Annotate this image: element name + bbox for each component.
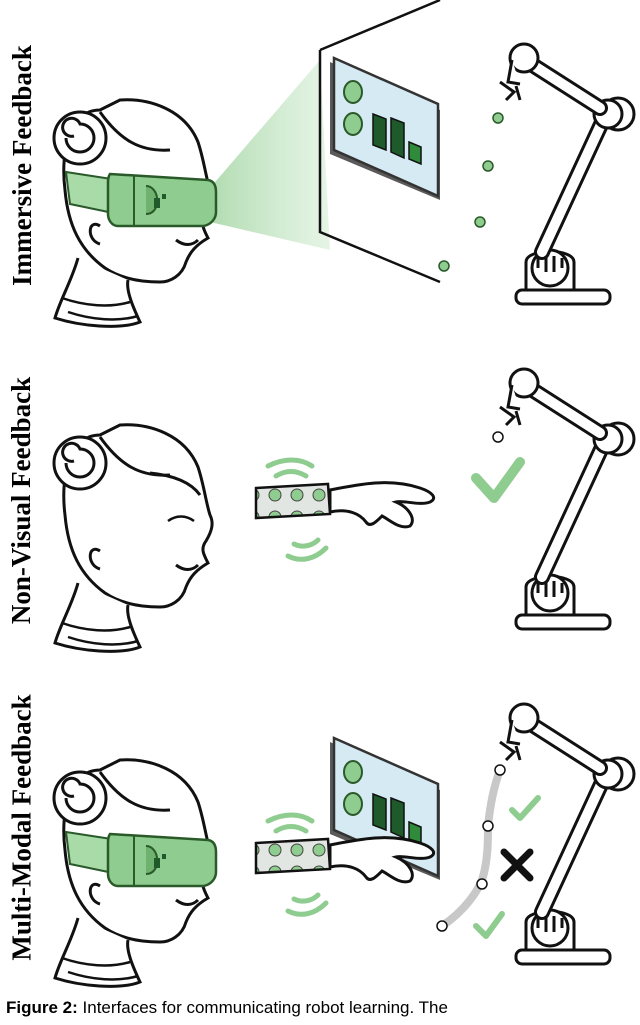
vision-beam <box>210 60 330 250</box>
check-mark-icon <box>471 457 525 503</box>
robot-arm <box>500 704 634 964</box>
person-head <box>52 423 214 653</box>
trajectory-path <box>436 764 506 932</box>
room-corner <box>318 50 441 284</box>
figure-caption: Figure 2: Interfaces for communicating r… <box>6 998 636 1018</box>
check-mark-icon <box>473 911 505 939</box>
panel-non-visual <box>52 369 634 653</box>
x-mark-icon <box>500 848 534 882</box>
figure-number: Figure 2: <box>6 998 78 1017</box>
eye <box>167 515 195 523</box>
dashboard-screen <box>328 56 442 202</box>
robot-arm <box>500 369 634 629</box>
panel-immersive <box>52 0 634 328</box>
caption-text: Interfaces for communicating robot learn… <box>82 998 448 1017</box>
robot-arm <box>500 44 634 304</box>
figure-illustration <box>52 0 640 988</box>
haptic-sleeve-icon <box>256 460 434 559</box>
trajectory-points <box>438 112 504 272</box>
trajectory-point <box>492 431 504 443</box>
check-mark-icon <box>509 795 541 821</box>
